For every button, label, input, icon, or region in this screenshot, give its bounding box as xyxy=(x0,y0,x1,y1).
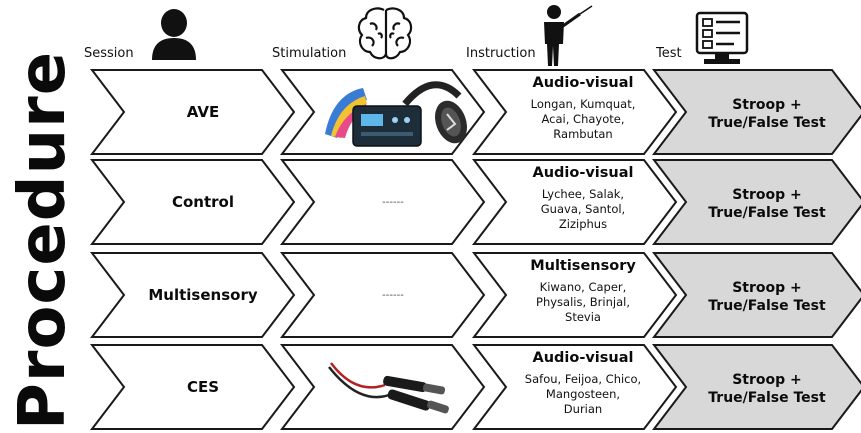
column-header-stimulation: Stimulation xyxy=(272,7,413,61)
session-chevron xyxy=(89,159,296,245)
test-label-line: True/False Test xyxy=(708,115,826,131)
instruction-chevron xyxy=(471,69,678,155)
test-label-line: Stroop + xyxy=(732,372,802,388)
session-chevron xyxy=(89,252,296,338)
monitor-checklist-icon xyxy=(695,11,749,64)
test-chevron xyxy=(651,69,861,155)
test-label-line: Stroop + xyxy=(732,280,802,296)
instruction-item-line: Guava, Santol, xyxy=(541,202,625,216)
column-header-instruction: Instruction xyxy=(466,5,593,66)
test-label-line: Stroop + xyxy=(732,187,802,203)
column-label-instruction: Instruction xyxy=(466,46,536,61)
test-chevron xyxy=(651,252,861,338)
test-chevron xyxy=(651,159,861,245)
brain-icon xyxy=(357,7,413,60)
person-icon xyxy=(152,9,196,60)
instruction-chevron xyxy=(471,252,678,338)
teacher-icon xyxy=(544,5,593,66)
session-label: Control xyxy=(172,193,234,211)
instruction-item-line: Kiwano, Caper, xyxy=(540,280,627,294)
session-chevron xyxy=(89,69,296,155)
session-label: Multisensory xyxy=(148,286,257,304)
instruction-mode: Audio-visual xyxy=(532,350,633,366)
stimulation-chevron xyxy=(279,252,486,338)
column-label-stimulation: Stimulation xyxy=(272,46,346,61)
test-label-line: Stroop + xyxy=(732,97,802,113)
instruction-item-line: Mangosteen, xyxy=(546,387,620,401)
stimulation-chevron xyxy=(279,159,486,245)
ave-device-icon xyxy=(325,81,467,147)
instruction-chevron xyxy=(471,159,678,245)
stimulation-chevron xyxy=(279,344,486,430)
session-label: CES xyxy=(187,378,219,396)
stimulation-placeholder: ------ xyxy=(382,290,404,301)
instruction-chevron xyxy=(471,344,678,430)
instruction-mode: Audio-visual xyxy=(532,165,633,181)
instruction-mode: Audio-visual xyxy=(532,75,633,91)
column-label-test: Test xyxy=(655,46,682,61)
instruction-item-line: Stevia xyxy=(565,310,601,324)
test-label-line: True/False Test xyxy=(708,390,826,406)
instruction-mode: Multisensory xyxy=(530,258,636,274)
session-chevron xyxy=(89,344,296,430)
test-label-line: True/False Test xyxy=(708,205,826,221)
instruction-item-line: Durian xyxy=(564,402,602,416)
procedure-title: Procedure xyxy=(6,51,80,430)
instruction-item-line: Longan, Kumquat, xyxy=(531,97,636,111)
stimulation-placeholder: ------ xyxy=(382,197,404,208)
instruction-item-line: Physalis, Brinjal, xyxy=(536,295,630,309)
column-header-test: Test xyxy=(655,11,749,64)
column-label-session: Session xyxy=(84,46,134,61)
instruction-item-line: Rambutan xyxy=(553,127,612,141)
test-chevron xyxy=(651,344,861,430)
session-label: AVE xyxy=(187,103,219,121)
column-header-session: Session xyxy=(84,9,196,61)
test-label-line: True/False Test xyxy=(708,298,826,314)
instruction-item-line: Lychee, Salak, xyxy=(542,187,624,201)
instruction-item-line: Safou, Feijoa, Chico, xyxy=(525,372,641,386)
instruction-item-line: Ziziphus xyxy=(559,217,607,231)
instruction-item-line: Acai, Chayote, xyxy=(542,112,625,126)
ear-clip-electrodes-icon xyxy=(328,362,449,414)
